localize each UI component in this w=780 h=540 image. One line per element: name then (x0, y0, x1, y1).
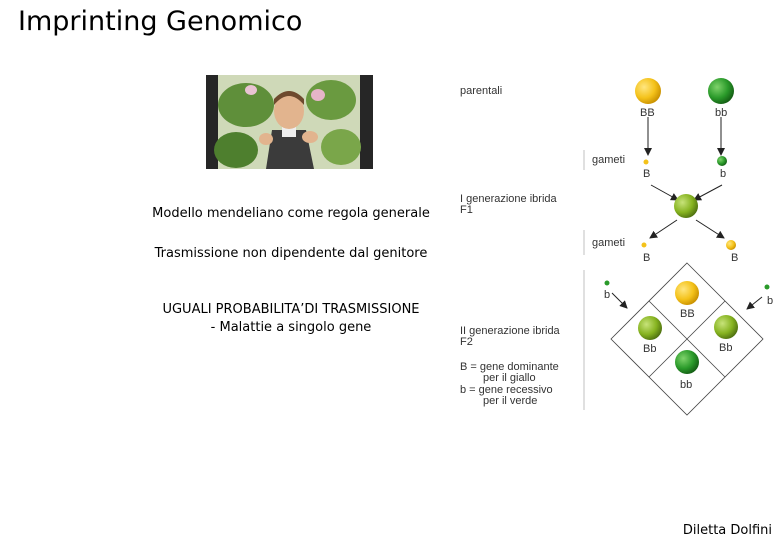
gamete2-green-dot-left (604, 280, 610, 286)
page-title: Imprinting Genomico (18, 6, 303, 37)
gamete2-yellow-circle (726, 240, 736, 250)
label-gen2-a: II generazione ibrida (460, 325, 560, 337)
punnett-grid (610, 262, 764, 416)
grid-bb-circle (675, 350, 699, 374)
parent-yellow-circle (635, 78, 661, 104)
legend-dominant-a: B = gene dominante (460, 361, 559, 373)
legend-dominant-b: per il giallo (483, 372, 536, 384)
label-gen2-b: F2 (460, 336, 473, 348)
label-gen1-a: I generazione ibrida (460, 193, 557, 205)
label-gamete-B-3: B (731, 252, 739, 264)
label-grid-bb: bb (680, 379, 693, 391)
text-line-3a: UGUALI PROBABILITA’DI TRASMISSIONE (162, 302, 420, 317)
label-grid-BB: BB (680, 308, 695, 320)
parent-green-circle (708, 78, 734, 104)
gamete2-yellow-dot (641, 242, 647, 248)
label-gamete-b-2: b (604, 289, 611, 301)
gamete-yellow-dot (643, 159, 649, 165)
text-line-2: Trasmissione non dipendente dal genitore (154, 246, 428, 261)
label-grid-Bb-left: Bb (643, 343, 657, 355)
legend-recessive-a: b = gene recessivo (460, 384, 553, 396)
label-gamete-b-3: b (767, 295, 774, 307)
gamete-green-dot (717, 156, 727, 166)
grid-Bb-left-circle (638, 316, 662, 340)
legend-recessive-b: per il verde (483, 395, 538, 407)
label-parent-bb: bb (715, 107, 728, 119)
label-gamete-B-1: B (643, 168, 651, 180)
text-line-1: Modello mendeliano come regola generale (152, 206, 430, 221)
label-parent-BB: BB (640, 107, 655, 119)
f1-circle (674, 194, 698, 218)
gamete2-green-dot-right (764, 284, 770, 290)
grid-BB-circle (675, 281, 699, 305)
label-gamete-B-2: B (643, 252, 651, 264)
label-gamete-b-1: b (720, 168, 727, 180)
label-parentali: parentali (460, 85, 503, 97)
author-footer: Diletta Dolfini (682, 523, 772, 538)
grid-Bb-right-circle (714, 315, 738, 339)
label-gameti-2: gameti (592, 237, 626, 249)
label-gameti-1: gameti (592, 154, 626, 166)
text-line-3b: - Malattie a singolo gene (210, 320, 372, 335)
mendel-photo (206, 75, 373, 169)
label-grid-Bb-right: Bb (719, 342, 733, 354)
label-gen1-b: F1 (460, 204, 473, 216)
